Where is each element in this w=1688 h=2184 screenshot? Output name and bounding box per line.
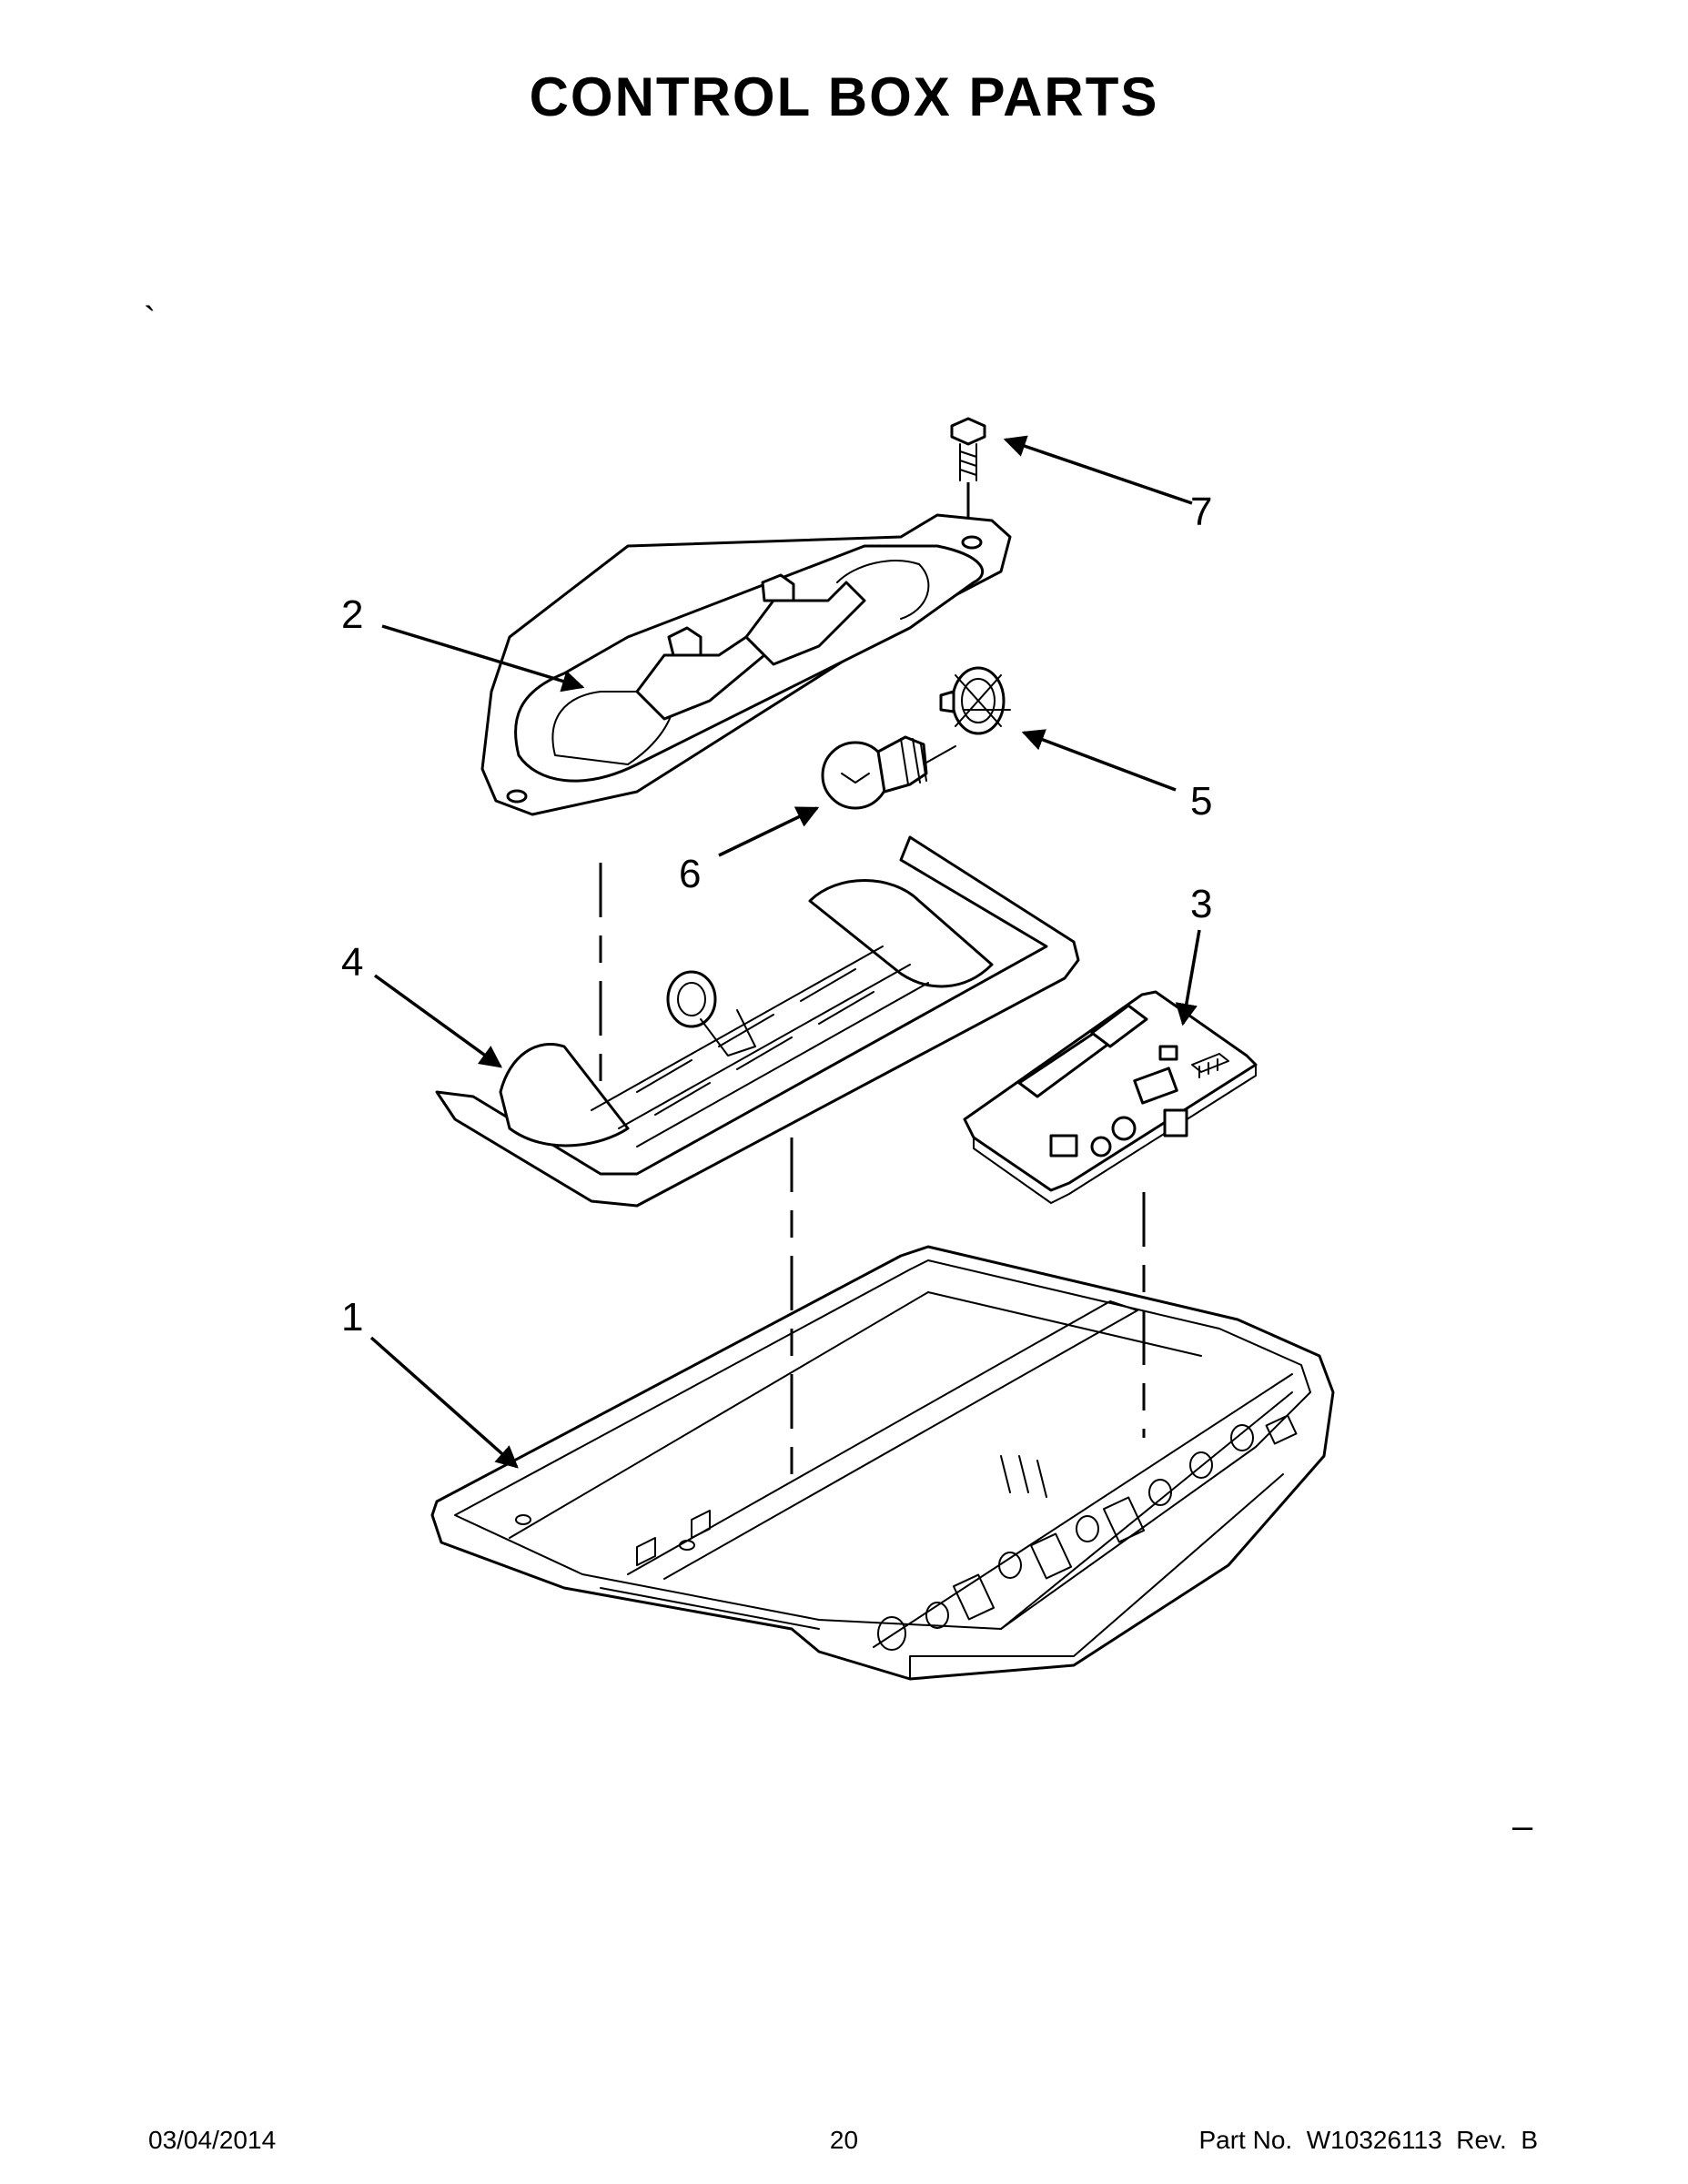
light-housing-icon — [480, 513, 1012, 816]
callout-7-arrow — [1003, 435, 1193, 505]
page-title: CONTROL BOX PARTS — [529, 66, 1159, 127]
callout-1-label: 1 — [341, 1295, 363, 1340]
callout-7-label: 7 — [1190, 490, 1212, 534]
callout-3-label: 3 — [1190, 882, 1212, 926]
rev-value: B — [1521, 2126, 1538, 2154]
callout-4-arrow — [373, 974, 502, 1068]
circuit-board-icon — [963, 990, 1258, 1204]
footer-page-number: 20 — [829, 2126, 859, 2154]
footer-part-info: Part No. W10326113 Rev. B — [1198, 2126, 1538, 2155]
rev-label: Rev. — [1456, 2126, 1507, 2154]
part-label: Part No. — [1198, 2126, 1293, 2154]
part-number: W10326113 — [1306, 2126, 1442, 2154]
screw-icon — [950, 417, 986, 546]
housing-tray-icon — [435, 835, 1080, 1208]
callout-5-label: 5 — [1190, 779, 1212, 824]
callout-2-arrow — [381, 624, 585, 693]
callout-5-arrow — [1021, 729, 1177, 792]
footer-date: 03/04/2014 — [148, 2126, 277, 2154]
light-bulb-icon — [821, 735, 956, 810]
callout-4-label: 4 — [341, 940, 363, 985]
callout-6-label: 6 — [679, 852, 701, 896]
control-box-base-icon — [430, 1245, 1335, 1681]
stray-mark-top: ` — [144, 300, 156, 340]
callout-3-arrow — [1175, 929, 1201, 1026]
stray-mark-bottom: – — [1512, 1806, 1533, 1846]
callout-1-arrow — [369, 1336, 519, 1469]
callout-2-label: 2 — [341, 592, 363, 637]
callout-6-arrow — [718, 806, 820, 857]
lamp-socket-icon — [939, 666, 1011, 735]
